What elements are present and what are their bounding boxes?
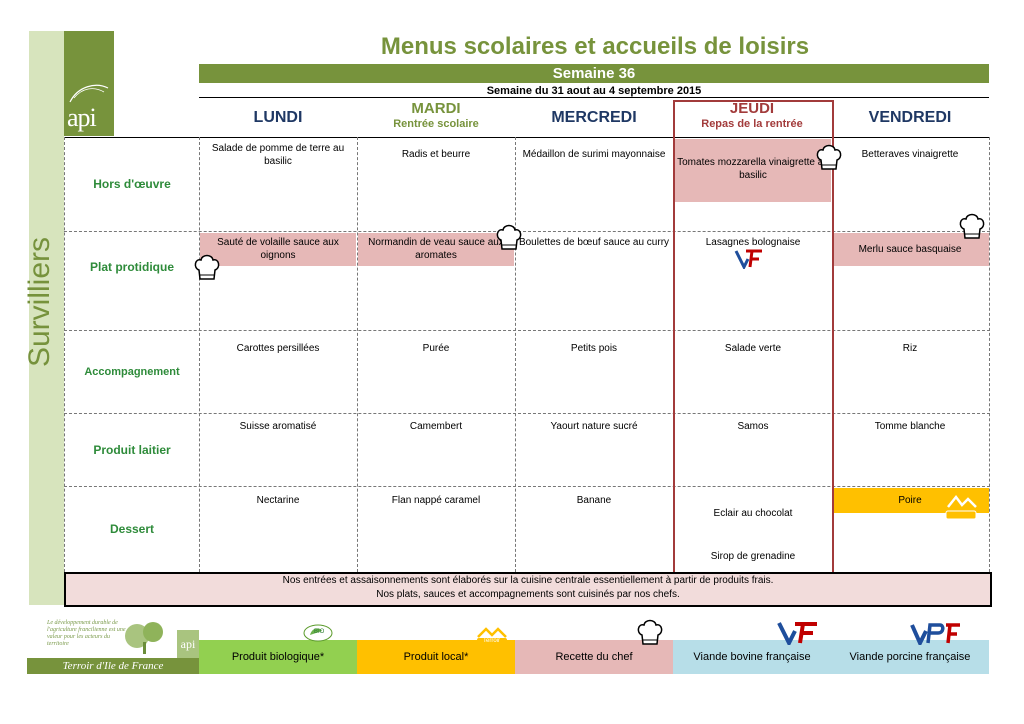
vpf-icon [910, 623, 960, 645]
menu-item: Sirop de grenadine [710, 551, 796, 562]
grid-line [64, 137, 65, 572]
menu-item: Radis et beurre [401, 149, 471, 160]
menu-item: Camembert [409, 421, 463, 432]
grid-line [989, 137, 990, 572]
menu-item: Banane [576, 495, 612, 506]
terroir-icon: Terroir [474, 625, 510, 647]
chef-highlight [358, 233, 514, 266]
chef-hat-icon [496, 224, 522, 250]
legend-vpf: Viande porcine française [831, 640, 989, 674]
menu-item: Boulettes de bœuf sauce au curry [518, 237, 670, 248]
day-name: LUNDI [253, 109, 303, 126]
menu-item: Tomates mozzarella vinaigrette au basili… [677, 157, 829, 181]
chef-hat-icon [959, 213, 985, 239]
grid-line [64, 486, 990, 487]
menu-item: Médaillon de surimi mayonnaise [522, 149, 666, 160]
chef-highlight [832, 233, 989, 266]
day-header-lundi: LUNDI [199, 100, 357, 136]
menu-item: Purée [422, 343, 450, 354]
row-label-produit-laitier: Produit laitier [93, 443, 171, 457]
day-name: JEUDI [729, 100, 775, 117]
menu-item: Betteraves vinaigrette [861, 149, 959, 160]
bio-label: BIO [314, 629, 325, 635]
week-dates: Semaine du 31 aout au 4 septembre 2015 [486, 85, 702, 97]
day-header-jeudi: JEUDI Repas de la rentrée [673, 100, 831, 136]
menu-item: Flan nappé caramel [391, 495, 481, 506]
grid-line [64, 413, 990, 414]
menu-item: Carottes persillées [236, 343, 320, 354]
menu-item: Eclair au chocolat [713, 508, 793, 519]
week-banner: Semaine 36 [199, 64, 989, 83]
terroir-label: Terroir [483, 638, 501, 644]
vbf-icon [734, 249, 762, 269]
grid-line [64, 231, 990, 232]
chef-highlight [675, 139, 831, 202]
day-header-mardi: MARDI Rentrée scolaire [357, 100, 515, 136]
grid-line [199, 137, 200, 572]
row-label-dessert: Dessert [109, 522, 155, 536]
menu-item: Normandin de veau sauce aux aromates [368, 237, 504, 261]
terroir-bar: Terroir d'Ile de France [27, 658, 199, 674]
chef-hat-icon [637, 619, 663, 645]
logo-swoosh-icon [69, 84, 109, 103]
side-band [29, 31, 64, 605]
day-header-mercredi: MERCREDI [515, 100, 673, 136]
menu-item: Petits pois [570, 343, 618, 354]
day-name: VENDREDI [868, 109, 952, 126]
terroir-idf-logo: Le développement durable de l'agricultur… [27, 614, 199, 674]
row-label-plat: Plat protidique [90, 260, 174, 274]
row-label-hors-doeuvre: Hors d'œuvre [93, 177, 171, 191]
legend-bio: Produit biologique* [199, 640, 357, 674]
chef-hat-icon [194, 254, 220, 280]
chef-hat-icon [816, 144, 842, 170]
local-highlight [832, 488, 989, 513]
jeudi-highlight-frame [673, 100, 834, 576]
menu-item: Tomme blanche [874, 421, 946, 432]
footer-note: Nos entrées et assaisonnements sont élab… [64, 572, 992, 607]
page-title: Menus scolaires et accueils de loisirs [380, 33, 810, 60]
logo-text: api [67, 103, 97, 132]
menu-item: Poire [898, 495, 922, 506]
menu-item: Salade verte [724, 343, 782, 354]
vbf-icon [777, 622, 817, 645]
bio-icon: BIO [302, 623, 334, 643]
day-name: MARDI [411, 100, 461, 117]
logo-small-text: Le développement durable de l'agricultur… [47, 620, 126, 647]
day-name: MERCREDI [551, 109, 637, 126]
menu-item: Suisse aromatisé [239, 421, 317, 432]
day-subtitle: Repas de la rentrée [701, 118, 803, 130]
menu-item: Riz [902, 343, 918, 354]
grid-line [357, 137, 358, 572]
header-divider [199, 97, 989, 98]
footer-line: Nos plats, sauces et accompagnements son… [376, 589, 680, 600]
day-header-vendredi: VENDREDI [831, 100, 989, 136]
tree-icon [125, 622, 163, 654]
legend-vbf: Viande bovine française [673, 640, 831, 674]
menu-item: Samos [737, 421, 769, 432]
grid-line [515, 137, 516, 572]
footer-line: Nos entrées et assaisonnements sont élab… [282, 575, 774, 586]
chef-highlight [200, 233, 356, 266]
site-name: Survilliers [23, 236, 56, 368]
legend-chef: Recette du chef [515, 640, 673, 674]
bio-leaf-icon [303, 624, 333, 642]
api-small-logo: api [177, 630, 199, 658]
api-logo: api [64, 31, 114, 136]
menu-item: Yaourt nature sucré [550, 421, 638, 432]
menu-item: Merlu sauce basquaise [858, 244, 962, 255]
menu-item: Salade de pomme de terre au basilic [211, 143, 345, 167]
day-subtitle: Rentrée scolaire [393, 118, 479, 130]
menu-item: Lasagnes bolognaise [705, 237, 801, 248]
terroir-icon [945, 494, 977, 520]
grid-line [64, 330, 990, 331]
terroir-mountain-icon [477, 627, 507, 646]
grid-line [64, 137, 990, 138]
row-label-accompagnement: Accompagnement [84, 366, 180, 378]
menu-item: Nectarine [256, 495, 300, 506]
menu-item: Sauté de volaille sauce aux oignons [217, 237, 339, 261]
